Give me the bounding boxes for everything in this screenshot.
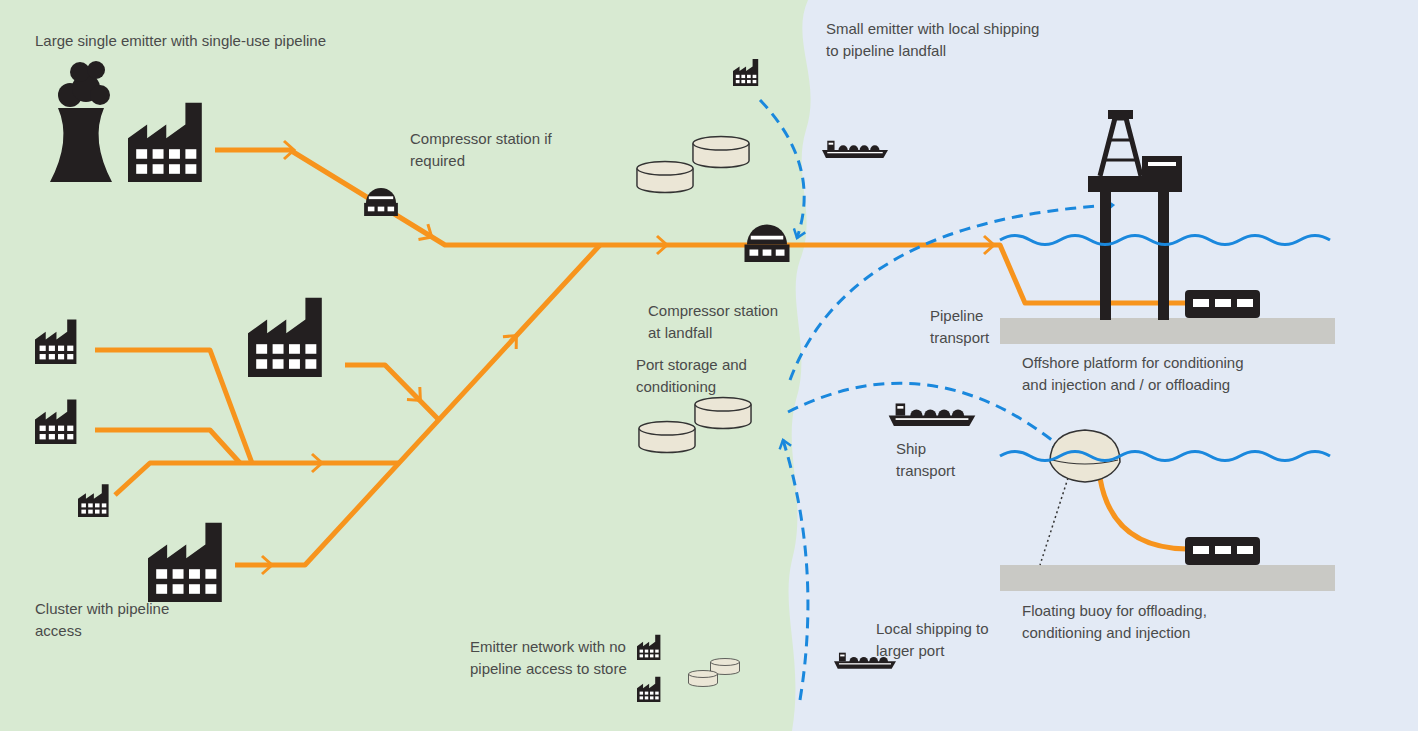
- annotation-label: Pipeline transport: [930, 305, 1020, 349]
- annotation-label: Emitter network with no pipeline access …: [470, 636, 640, 680]
- annotation-label: Floating buoy for offloading, conditioni…: [1022, 600, 1262, 644]
- annotation-label: Compressor station at landfall: [648, 300, 788, 344]
- annotation-label: Port storage and conditioning: [636, 354, 786, 398]
- annotation-label: Local shipping to larger port: [876, 618, 996, 662]
- annotation-label: Cluster with pipeline access: [35, 598, 170, 642]
- annotation-label: Compressor station if required: [410, 128, 560, 172]
- annotation-label: Ship transport: [896, 438, 976, 482]
- annotation-label: Offshore platform for conditioning and i…: [1022, 352, 1252, 396]
- annotation-label: Small emitter with local shipping to pip…: [826, 18, 1041, 62]
- annotation-label: Large single emitter with single-use pip…: [35, 30, 555, 52]
